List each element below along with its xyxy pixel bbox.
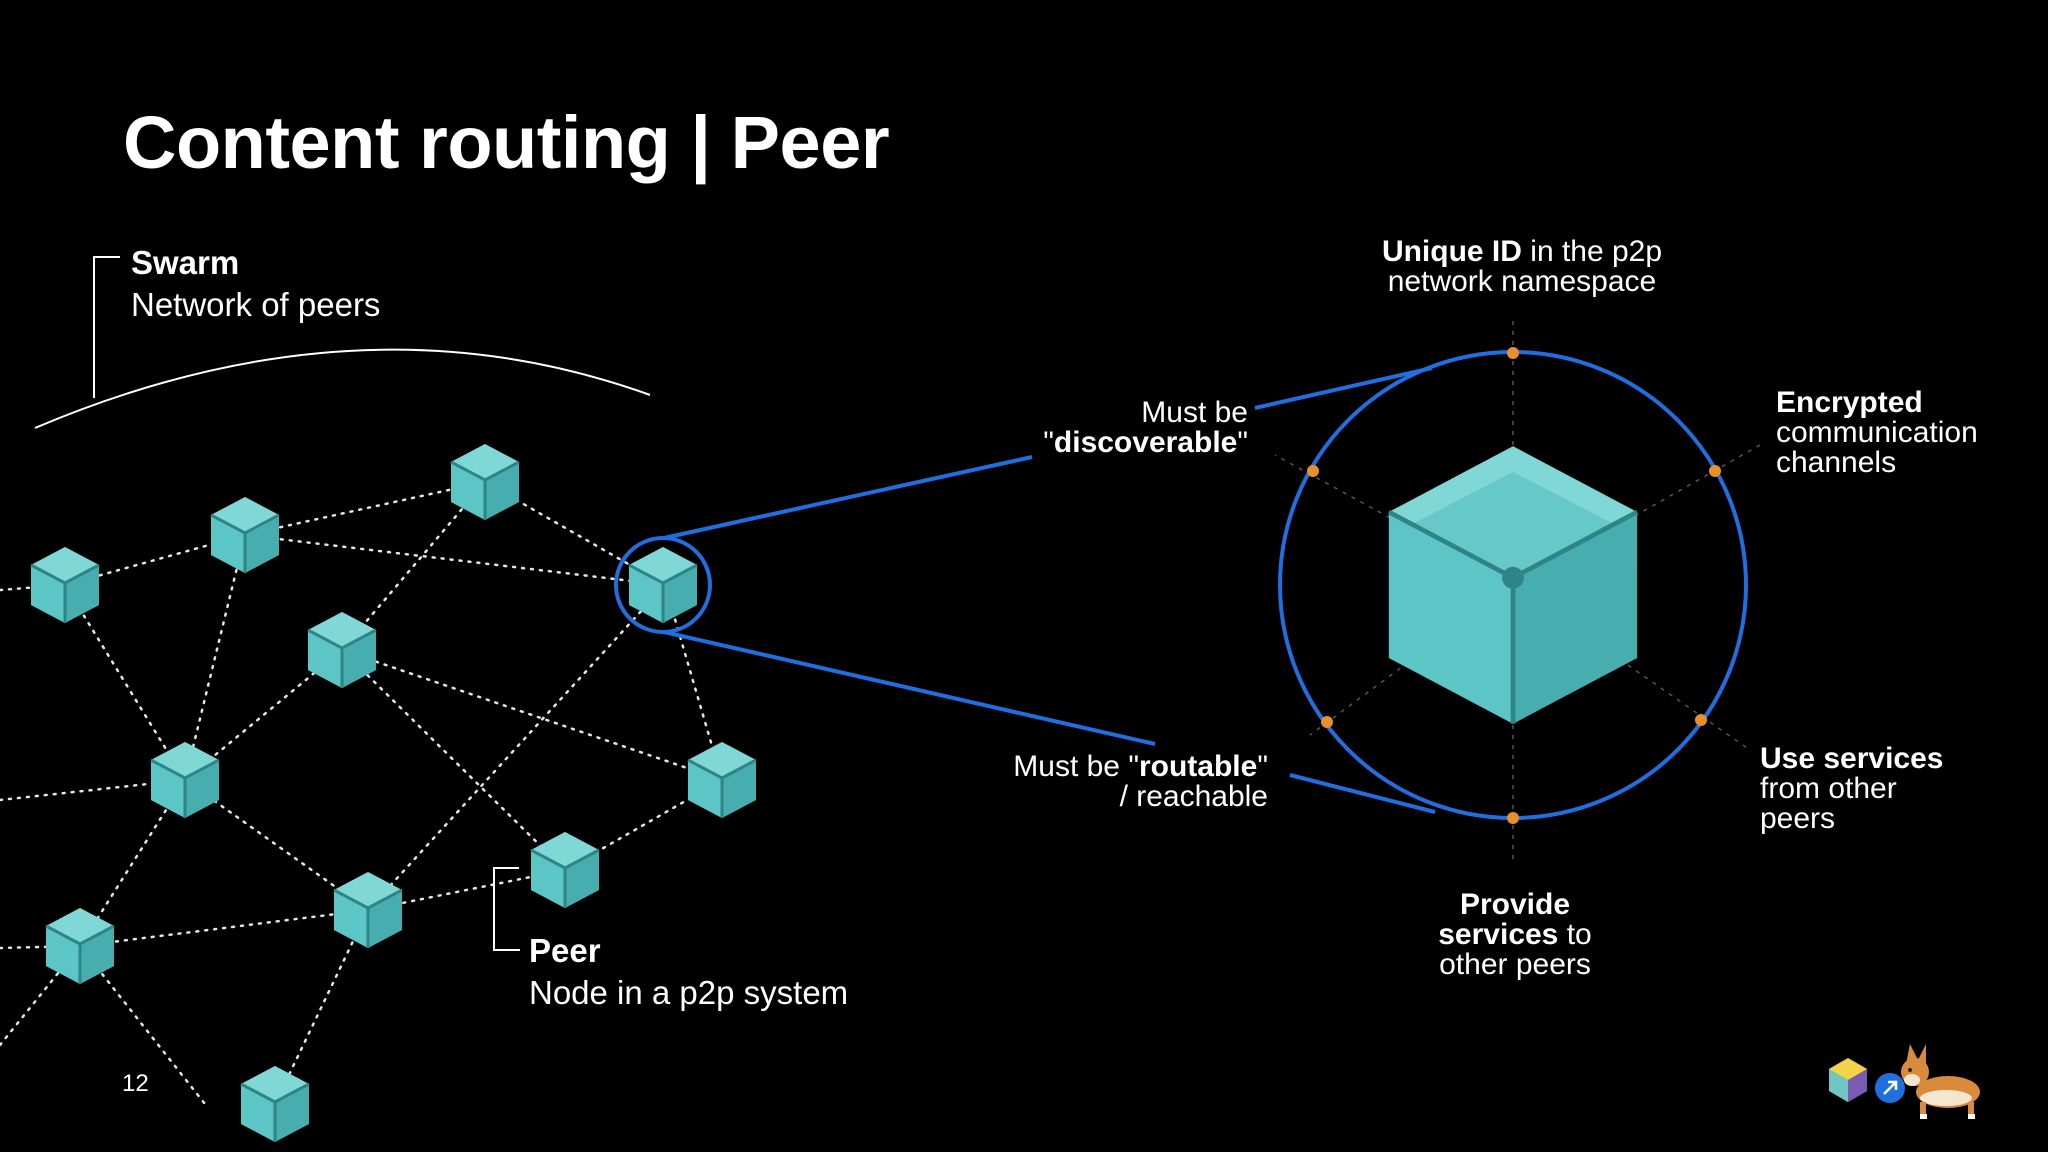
discoverable-label: Must be "discoverable"	[1020, 398, 1248, 458]
unique-id-bold: Unique ID	[1381, 235, 1522, 268]
highlight-ring	[614, 536, 712, 634]
logo-group	[1829, 1044, 1980, 1119]
corgi-mascot-icon	[1901, 1044, 1980, 1119]
routable-connector	[1289, 773, 1436, 814]
encrypted-label: Encrypted communication channels	[1776, 388, 1978, 478]
libp2p-logo-icon	[1829, 1058, 1867, 1102]
page-title: Content routing | Peer	[123, 101, 890, 184]
unique-id-rest: in the p2p	[1521, 235, 1663, 268]
swarm-heading: Swarm	[131, 244, 240, 281]
swarm-desc: Network of peers	[131, 286, 381, 323]
swarm-label: Swarm Network of peers	[131, 242, 380, 326]
routable-pre: Must be "	[1013, 750, 1139, 783]
use-services-label: Use services from other peers	[1760, 744, 1944, 834]
provide-rest: to	[1558, 918, 1592, 951]
peer-cube-icon	[44, 906, 116, 986]
routable-line2: / reachable	[1119, 780, 1268, 813]
big-peer-cube-icon	[1387, 446, 1639, 724]
peer-bracket	[493, 867, 520, 951]
use-services-line3: peers	[1760, 802, 1836, 835]
peer-desc: Node in a p2p system	[529, 974, 849, 1011]
property-dots	[1307, 347, 1721, 824]
peer-cube-icon	[306, 610, 378, 690]
provide-bold: services	[1438, 918, 1559, 951]
use-services-bold: Use services	[1760, 742, 1944, 775]
routable-bold: routable	[1138, 750, 1258, 783]
peer-heading: Peer	[529, 932, 601, 969]
swarm-cubes	[29, 442, 758, 1144]
encrypted-bold: Encrypted	[1776, 386, 1923, 419]
provide-services-label: Provide services to other peers	[1390, 890, 1640, 980]
swarm-bracket	[93, 256, 120, 398]
quote-close: "	[1237, 426, 1248, 459]
encrypted-line2: communication	[1776, 416, 1978, 449]
discoverable-connector	[1254, 366, 1433, 410]
peer-cube-icon	[149, 740, 221, 820]
routable-label: Must be "routable" / reachable	[980, 752, 1268, 812]
provide-line3: other peers	[1439, 948, 1591, 981]
peer-cube-icon	[686, 740, 758, 820]
big-peer	[1274, 318, 1761, 860]
unique-id-label: Unique ID in the p2p network namespace	[1352, 237, 1692, 297]
swarm-arc	[34, 348, 651, 429]
encrypted-line3: channels	[1776, 446, 1897, 479]
peer-cube-icon	[239, 1064, 311, 1144]
provide-line1: Provide	[1459, 888, 1571, 921]
discoverable-bold: discoverable	[1053, 426, 1238, 459]
zoom-line-top	[663, 455, 1033, 540]
discoverable-line1: Must be	[1141, 396, 1248, 429]
peer-cube-icon	[29, 545, 101, 625]
quote-open: "	[1043, 426, 1054, 459]
routable-post: "	[1257, 750, 1268, 783]
peer-label: Peer Node in a p2p system	[529, 930, 848, 1014]
zoom-line-bottom	[663, 630, 1156, 746]
peer-cube-icon	[209, 495, 281, 575]
use-services-line2: from other	[1760, 772, 1897, 805]
peer-cube-icon	[529, 830, 601, 910]
unique-id-line2: network namespace	[1387, 265, 1657, 298]
page-number: 12	[122, 1070, 149, 1097]
